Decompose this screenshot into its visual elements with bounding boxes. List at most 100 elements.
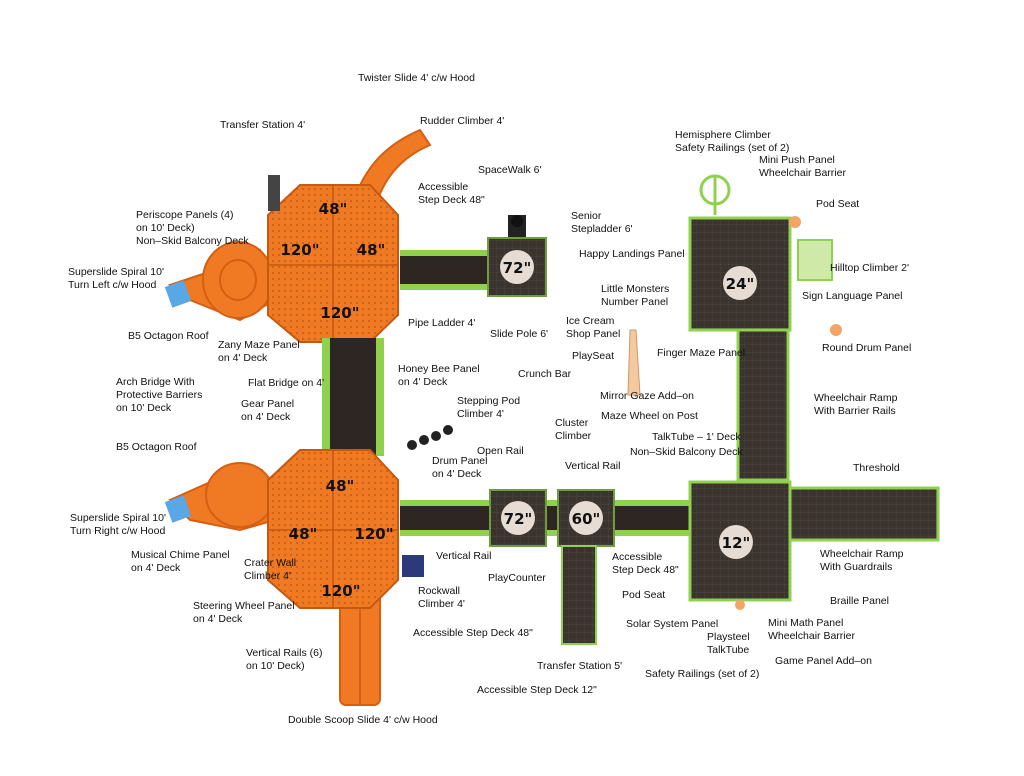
round-drum-icon — [830, 324, 842, 336]
arch-bridge — [322, 338, 384, 456]
deck-24 — [688, 216, 792, 332]
size-bot-left: 48" — [289, 525, 318, 543]
label-game-panel: Game Panel Add–on — [775, 655, 872, 667]
label-mini-math: Mini Math Panel Wheelchair Barrier — [768, 617, 855, 642]
label-wheelchair-ramp-guard: Wheelchair Ramp With Guardrails — [820, 548, 904, 573]
label-stepping-pod: Stepping Pod Climber 4' — [457, 395, 521, 420]
hilltop-climber — [797, 239, 833, 281]
label-crater-wall: Crater Wall Climber 4' — [244, 557, 297, 582]
label-rockwall: Rockwall Climber 4' — [418, 585, 465, 610]
label-superslide-left: Superslide Spiral 10' Turn Left c/w Hood — [68, 266, 164, 291]
label-hilltop: Hilltop Climber 2' — [830, 262, 910, 274]
b5-octagon-roof-bottom — [267, 449, 399, 609]
lower-walkway — [400, 500, 695, 536]
label-accessible-step-48-b: Accessible Step Deck 48" — [612, 551, 679, 576]
size-12: 12" — [722, 534, 751, 552]
transfer-station-top — [268, 175, 280, 211]
label-crunch-bar: Crunch Bar — [518, 368, 572, 380]
label-wheelchair-ramp-barrier: Wheelchair Ramp With Barrier Rails — [814, 392, 898, 417]
superslide-spiral-right — [164, 462, 277, 532]
size-24: 24" — [726, 275, 755, 293]
hemisphere-climber — [699, 174, 731, 215]
label-flat-bridge: Flat Bridge on 4' — [248, 377, 325, 389]
size-72-top: 72" — [503, 259, 532, 277]
deck-72-bottom — [489, 489, 547, 547]
label-accessible-step-12: Accessible Step Deck 12" — [477, 684, 597, 696]
label-threshold: Threshold — [853, 462, 900, 474]
rockwall-climber — [402, 555, 424, 577]
label-transfer-station-5: Transfer Station 5' — [537, 660, 623, 672]
label-playsteel: Playsteel TalkTube — [707, 631, 750, 656]
deck-60 — [557, 489, 615, 547]
label-double-scoop: Double Scoop Slide 4' c/w Hood — [288, 714, 438, 726]
label-steering-wheel: Steering Wheel Panel on 4' Deck — [193, 600, 295, 625]
label-musical-chime: Musical Chime Panel on 4' Deck — [131, 549, 230, 574]
label-vertical-rail-1: Vertical Rail — [565, 460, 621, 472]
label-twister-slide: Twister Slide 4' c/w Hood — [358, 72, 475, 84]
label-braille: Braille Panel — [830, 595, 889, 607]
label-vertical-rail-2: Vertical Rail — [436, 550, 492, 562]
deck-12 — [688, 480, 792, 602]
label-cluster-climber: Cluster Climber — [555, 417, 592, 442]
size-bot-upper: 48" — [326, 477, 355, 495]
size-top-upper: 48" — [319, 200, 348, 218]
stepping-pod-climber — [407, 425, 453, 450]
label-playseat: PlaySeat — [572, 350, 615, 362]
label-transfer-station-4: Transfer Station 4' — [220, 119, 306, 131]
label-maze-wheel: Maze Wheel on Post — [601, 410, 698, 422]
label-hemisphere: Hemisphere Climber Safety Railings (set … — [675, 129, 790, 154]
size-72-bottom: 72" — [504, 510, 533, 528]
size-top-left: 120" — [280, 241, 319, 259]
finger-maze-panel — [627, 329, 641, 396]
label-pod-seat-2: Pod Seat — [622, 589, 666, 601]
pod-seat-icon — [789, 216, 801, 228]
transfer-station-5 — [561, 545, 597, 645]
label-mini-push: Mini Push Panel Wheelchair Barrier — [759, 154, 846, 179]
label-mirror-gaze: Mirror Gaze Add–on — [600, 390, 694, 402]
label-accessible-step-48-c: Accessible Step Deck 48" — [413, 627, 533, 639]
label-drum-panel: Drum Panel on 4' Deck — [432, 455, 488, 480]
label-rudder-climber: Rudder Climber 4' — [420, 115, 505, 127]
label-finger-maze: Finger Maze Panel — [657, 347, 746, 359]
label-little-monsters: Little Monsters Number Panel — [601, 283, 670, 308]
label-open-rail: Open Rail — [477, 445, 524, 457]
label-happy-landings: Happy Landings Panel — [579, 248, 685, 260]
label-b5-roof-2: B5 Octagon Roof — [116, 441, 197, 453]
label-talktube-1: TalkTube – 1' Deck — [652, 431, 741, 443]
label-pod-seat-1: Pod Seat — [816, 198, 860, 210]
label-pipe-ladder: Pipe Ladder 4' — [408, 317, 476, 329]
deck-72-top — [487, 237, 547, 297]
pod-seat-2-icon — [735, 600, 745, 610]
wheelchair-ramp-guardrails — [788, 486, 940, 542]
label-superslide-right: Superslide Spiral 10' Turn Right c/w Hoo… — [70, 512, 166, 537]
label-round-drum: Round Drum Panel — [822, 342, 912, 354]
label-periscope: Periscope Panels (4) on 10' Deck) Non–Sk… — [136, 209, 249, 247]
label-zany-maze: Zany Maze Panel on 4' Deck — [218, 339, 300, 364]
label-non-skid-balcony-2: Non–Skid Balcony Deck — [630, 446, 743, 458]
size-top-right: 48" — [357, 241, 386, 259]
superslide-spiral-left — [164, 241, 277, 322]
label-sign-language: Sign Language Panel — [802, 290, 903, 302]
label-slide-pole: Slide Pole 6' — [490, 328, 549, 340]
label-accessible-step-48-top: Accessible Step Deck 48" — [418, 181, 485, 206]
size-60: 60" — [572, 510, 601, 528]
label-safety-railings-bot: Safety Railings (set of 2) — [645, 668, 760, 680]
label-vertical-rails-6: Vertical Rails (6) on 10' Deck) — [246, 647, 323, 672]
size-bot-right: 120" — [354, 525, 393, 543]
label-senior-stepladder: Senior Stepladder 6' — [571, 210, 633, 235]
label-gear-panel: Gear Panel on 4' Deck — [241, 398, 295, 423]
spacewalk — [508, 215, 526, 237]
label-solar-system: Solar System Panel — [626, 618, 719, 630]
label-arch-bridge: Arch Bridge With Protective Barriers on … — [116, 376, 203, 414]
label-b5-roof-1: B5 Octagon Roof — [128, 330, 209, 342]
size-bot-lower: 120" — [321, 582, 360, 600]
label-ice-cream: Ice Cream Shop Panel — [566, 315, 621, 340]
label-honey-bee: Honey Bee Panel on 4' Deck — [398, 363, 480, 388]
wheelchair-ramp-barrier — [736, 328, 790, 482]
label-spacewalk: SpaceWalk 6' — [478, 164, 542, 176]
flat-bridge-top — [400, 250, 490, 290]
size-top-lower: 120" — [320, 304, 359, 322]
